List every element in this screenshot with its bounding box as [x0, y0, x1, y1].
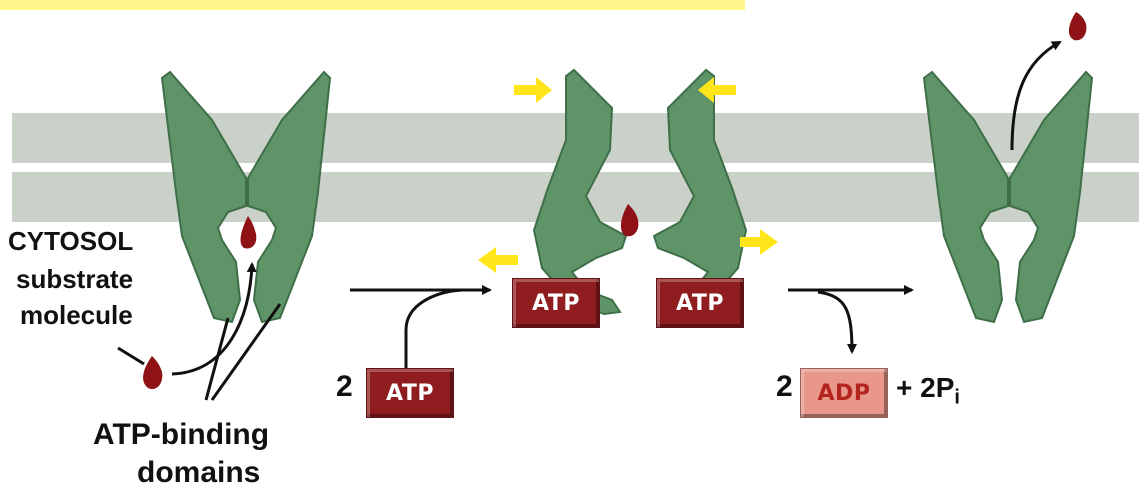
substrate-pointer [117, 346, 145, 366]
adp-coefficient: 2 [776, 370, 793, 403]
phosphate-subscript: i [954, 386, 960, 409]
substrate-label-line1: substrate [16, 264, 134, 294]
bound-atp-right: ATP [656, 278, 744, 328]
input-atp: ATP [366, 368, 454, 418]
transporter-left [160, 70, 332, 324]
atp-input-arrow [404, 288, 463, 368]
force-arrow-top-right [698, 77, 736, 103]
binding-domain-pointer-1 [204, 317, 230, 401]
force-arrow-bottom-left [478, 247, 518, 273]
binding-domain-pointer-2 [210, 303, 282, 401]
bound-atp-left: ATP [512, 278, 600, 328]
force-arrow-top-left [514, 77, 552, 103]
top-highlight-band [0, 0, 745, 10]
substrate-in-left-transporter [240, 216, 257, 249]
force-arrow-bottom-right [740, 229, 778, 255]
output-adp: ADP [800, 368, 888, 418]
adp-output-arrow [817, 290, 857, 354]
substrate-binding-arrow [171, 262, 257, 376]
atp-binding-label-line1: ATP-binding [93, 418, 270, 451]
transporter-right [922, 70, 1094, 324]
substrate-released [1068, 12, 1087, 41]
substrate-in-middle-transporter [620, 204, 639, 237]
atp-coefficient: 2 [336, 370, 353, 403]
substrate-free [143, 356, 163, 390]
phosphate-prefix: + 2P [896, 372, 955, 403]
release-arrow [1010, 40, 1062, 151]
atp-binding-label-line2: domains [137, 456, 261, 489]
substrate-label-line2: molecule [20, 300, 133, 330]
cytosol-label: CYTOSOL [8, 226, 134, 256]
phosphate-label: + 2Pi [896, 372, 960, 410]
